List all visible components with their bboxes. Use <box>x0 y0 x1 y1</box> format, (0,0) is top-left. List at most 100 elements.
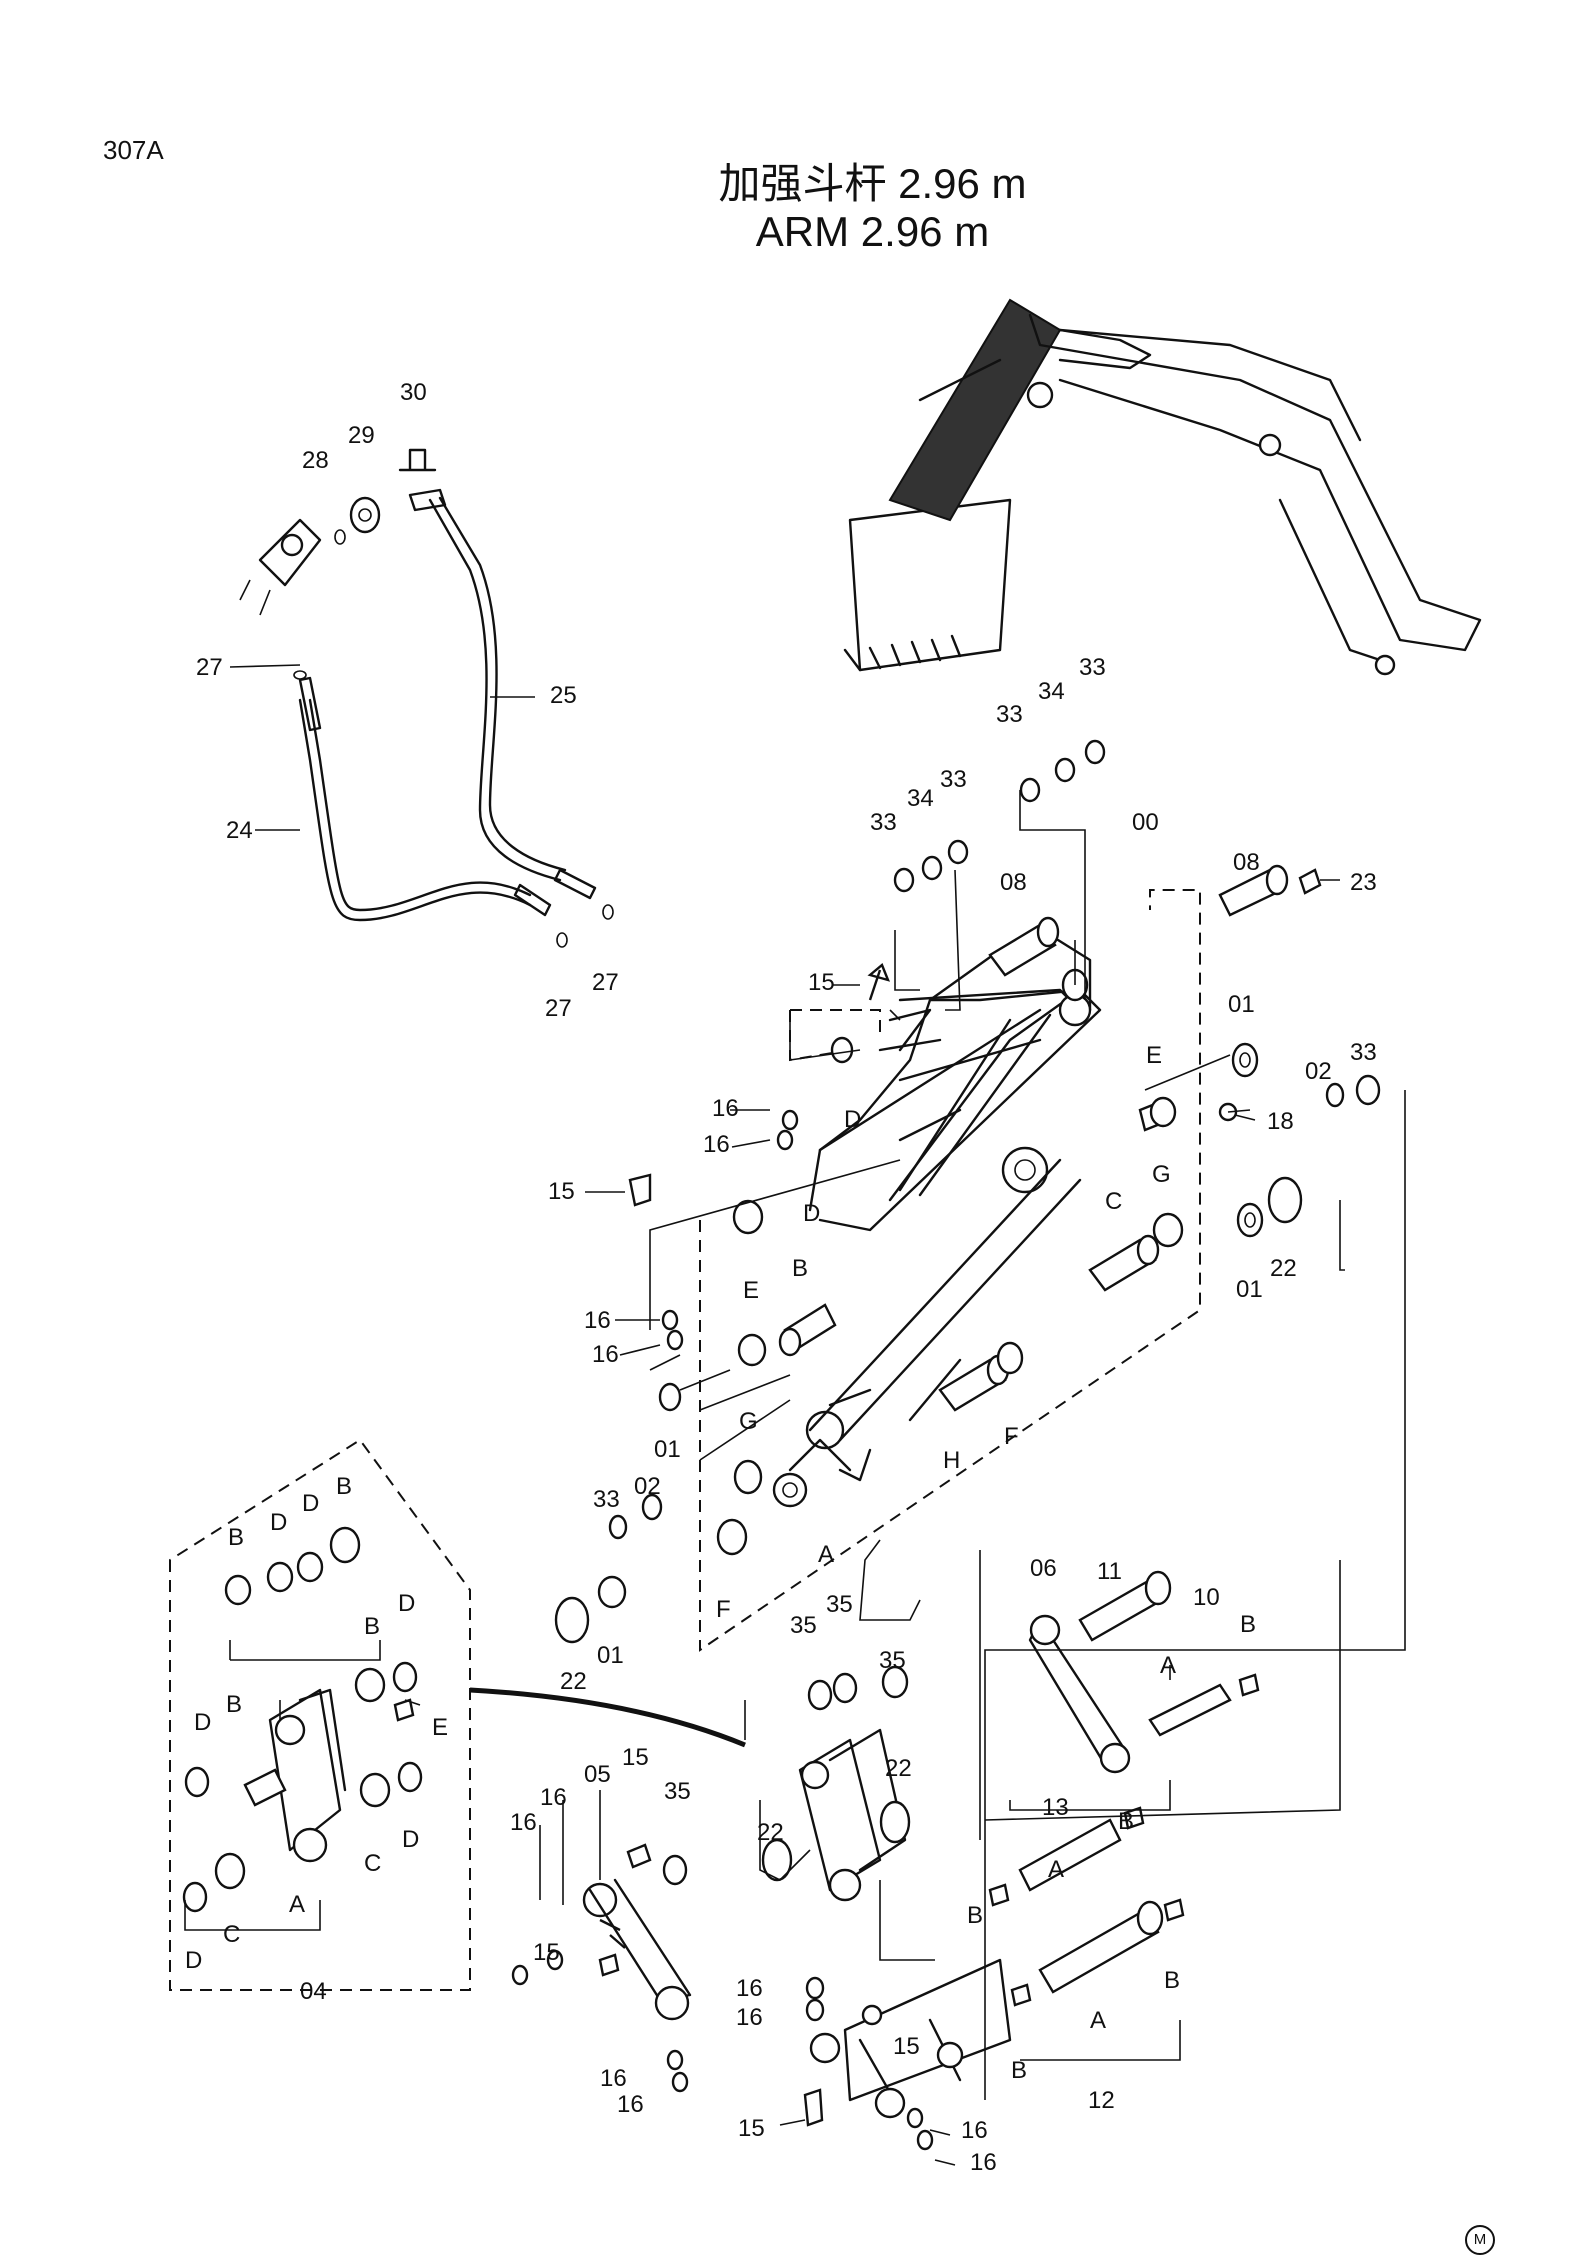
callout-33-d: 33 <box>870 809 897 836</box>
callout-22-d: 22 <box>757 1819 784 1846</box>
callout-15-c: 15 <box>622 1744 649 1771</box>
label-A-4: A <box>1048 1856 1064 1883</box>
callout-13: 13 <box>1042 1794 1069 1821</box>
label-B-8: B <box>967 1902 983 1929</box>
callout-16-d: 16 <box>592 1341 619 1368</box>
label-B-9: B <box>1164 1967 1180 1994</box>
label-D-2: D <box>803 1200 820 1227</box>
label-C-3: C <box>223 1921 240 1948</box>
callout-08-b: 08 <box>1233 849 1260 876</box>
callout-10: 10 <box>1193 1584 1220 1611</box>
label-B-7: B <box>1118 1808 1134 1835</box>
callout-22-b: 22 <box>560 1668 587 1695</box>
callout-01-c: 01 <box>654 1436 681 1463</box>
label-B-6: B <box>1240 1611 1256 1638</box>
callout-35-b: 35 <box>826 1591 853 1618</box>
manufacturer-mark: M <box>1465 2225 1495 2255</box>
callout-15-f: 15 <box>738 2115 765 2142</box>
label-G-1: G <box>1152 1161 1171 1188</box>
leader-lines <box>229 664 1340 2166</box>
callout-33-e: 33 <box>1350 1039 1377 1066</box>
label-D-5: D <box>398 1590 415 1617</box>
callout-34-a: 34 <box>1038 678 1065 705</box>
label-B-2: B <box>228 1524 244 1551</box>
callout-02-b: 02 <box>634 1473 661 1500</box>
label-A-3: A <box>1160 1652 1176 1679</box>
label-E-1: E <box>1146 1042 1162 1069</box>
callout-30: 30 <box>400 379 427 406</box>
label-D-3: D <box>270 1509 287 1536</box>
callout-28: 28 <box>302 447 329 474</box>
callout-12: 12 <box>1088 2087 1115 2114</box>
callout-15-d: 15 <box>533 1939 560 1966</box>
callout-16-l: 16 <box>970 2149 997 2176</box>
arm-main-body <box>772 933 1102 1508</box>
label-H-1: H <box>943 1447 960 1474</box>
callout-23: 23 <box>1350 869 1377 896</box>
label-A-5: A <box>1090 2007 1106 2034</box>
bucket-linkage <box>511 1570 1260 2151</box>
callout-25: 25 <box>550 682 577 709</box>
label-B-10: B <box>1011 2057 1027 2084</box>
label-E-2: E <box>743 1277 759 1304</box>
callout-16-j: 16 <box>617 2091 644 2118</box>
title-english: ARM 2.96 m <box>755 208 990 255</box>
label-E-3: E <box>432 1714 448 1741</box>
label-B-5: B <box>226 1691 242 1718</box>
label-C-1: C <box>1105 1188 1122 1215</box>
label-B-4: B <box>364 1613 380 1640</box>
callout-05: 05 <box>584 1761 611 1788</box>
callout-16-k: 16 <box>961 2117 988 2144</box>
label-C-2: C <box>364 1850 381 1877</box>
callout-02-a: 02 <box>1305 1058 1332 1085</box>
page-code: 307A <box>103 135 164 165</box>
callout-01-a: 01 <box>1228 991 1255 1018</box>
callout-16-g: 16 <box>736 1975 763 2002</box>
label-G-2: G <box>739 1408 758 1435</box>
callout-01-b: 01 <box>1236 1276 1263 1303</box>
title-chinese: 加强斗杆 2.96 m <box>718 160 1027 207</box>
callout-33-f: 33 <box>593 1486 620 1513</box>
callout-29: 29 <box>348 422 375 449</box>
label-F-1: F <box>1004 1423 1019 1450</box>
label-D-4: D <box>302 1490 319 1517</box>
arm-pins-and-bushings <box>554 739 1381 1644</box>
callout-08-a: 08 <box>1000 869 1027 896</box>
link-04-detail-boundary <box>169 1438 471 1991</box>
callout-27-c: 27 <box>592 969 619 996</box>
callout-01-d: 01 <box>597 1642 624 1669</box>
label-D-6: D <box>194 1709 211 1736</box>
callout-27-a: 27 <box>196 654 223 681</box>
excavator-overview-illustration <box>843 298 1482 676</box>
callout-35-a: 35 <box>790 1612 817 1639</box>
callout-labels: 30 29 28 27 25 24 27 27 33 34 33 33 34 3… <box>185 379 1377 2176</box>
callout-33-c: 33 <box>940 766 967 793</box>
callout-22-c: 22 <box>885 1755 912 1782</box>
callout-27-b: 27 <box>545 995 572 1022</box>
callout-04: 04 <box>300 1978 327 2005</box>
callout-00: 00 <box>1132 809 1159 836</box>
callout-33-a: 33 <box>1079 654 1106 681</box>
detail-leader-arc <box>469 1687 746 1748</box>
callout-11: 11 <box>1097 1558 1122 1585</box>
callout-24: 24 <box>226 817 253 844</box>
callout-22-a: 22 <box>1270 1255 1297 1282</box>
callout-16-f: 16 <box>510 1809 537 1836</box>
label-B-3: B <box>336 1473 352 1500</box>
callout-06: 06 <box>1030 1555 1057 1582</box>
callout-35-d: 35 <box>664 1778 691 1805</box>
arm-assembly-boundary <box>699 889 1201 1652</box>
callout-15-b: 15 <box>548 1178 575 1205</box>
label-D-7: D <box>402 1826 419 1853</box>
callout-18: 18 <box>1267 1108 1294 1135</box>
callout-16-c: 16 <box>584 1307 611 1334</box>
callout-15-a: 15 <box>808 969 835 996</box>
callout-16-h: 16 <box>736 2004 763 2031</box>
callout-35-c: 35 <box>879 1647 906 1674</box>
label-D-8: D <box>185 1947 202 1974</box>
link-04-assembly <box>182 1526 423 1913</box>
callout-16-i: 16 <box>600 2065 627 2092</box>
label-D-1: D <box>844 1106 861 1133</box>
bracket-lines <box>184 790 1406 2100</box>
